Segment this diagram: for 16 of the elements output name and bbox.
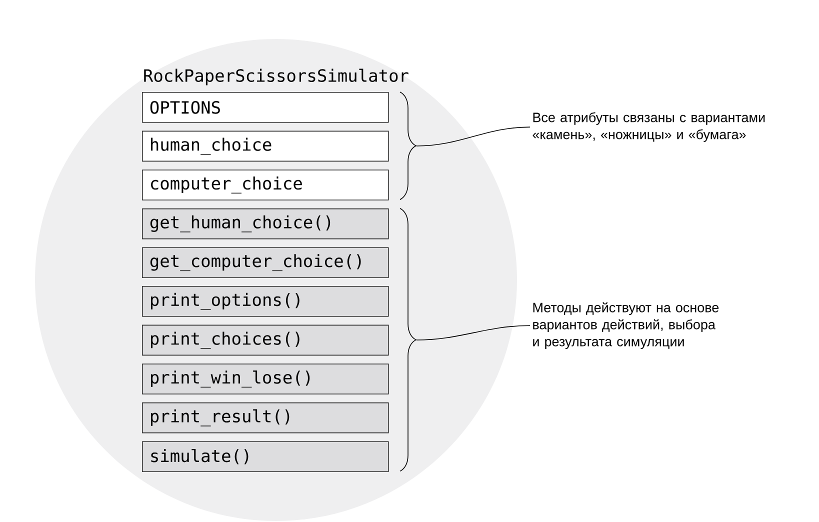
method-box: print_win_lose()	[142, 364, 389, 394]
annotation-text: Все атрибуты связаны с вариантами «камень», «ножницы» и «бумага»	[532, 112, 765, 142]
method-box: print_result()	[142, 402, 389, 434]
leader-line	[416, 325, 530, 340]
leader-line	[416, 126, 530, 146]
method-box: get_human_choice()	[142, 208, 389, 240]
method-box: print_choices()	[142, 324, 389, 356]
method-box: get_computer_choice()	[142, 247, 389, 278]
annotation-text: Методы действуют на основе вариантов действий, выбора и результата симуляции	[533, 302, 719, 350]
attribute-box: computer_choice	[142, 170, 389, 200]
curly-brace	[400, 208, 416, 472]
curly-brace	[400, 92, 416, 200]
method-box: print_options()	[142, 286, 389, 317]
method-box: simulate()	[142, 441, 389, 472]
attribute-box: human_choice	[142, 130, 389, 162]
attribute-box: OPTIONS	[142, 92, 389, 123]
